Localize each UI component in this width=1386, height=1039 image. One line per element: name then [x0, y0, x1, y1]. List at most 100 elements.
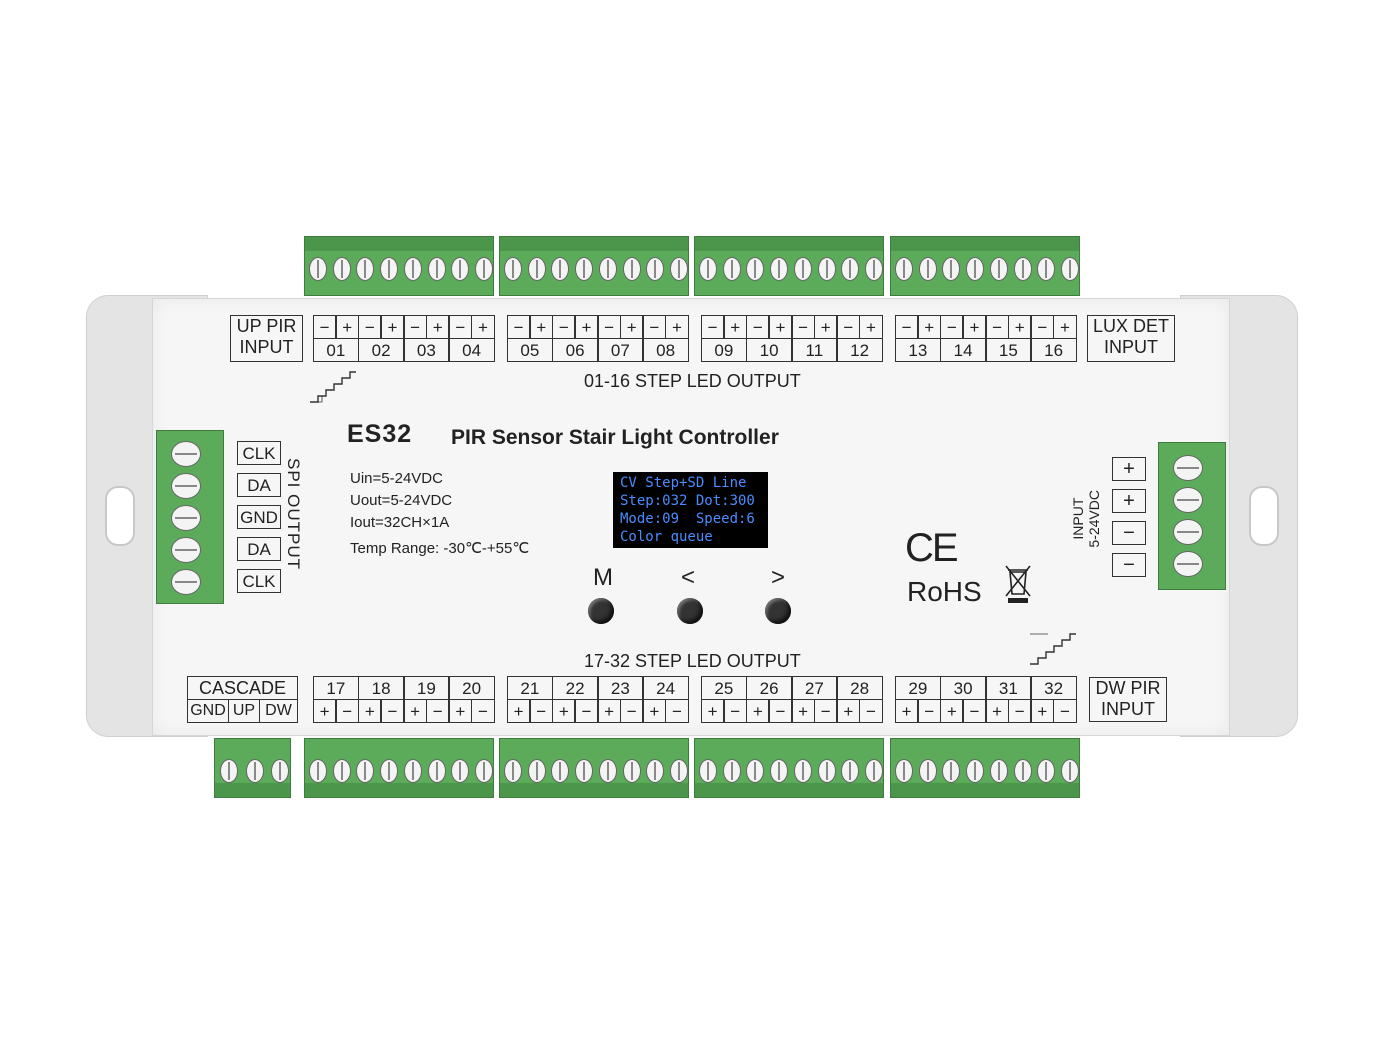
terminal-screw[interactable]	[817, 257, 836, 281]
terminal-screw[interactable]	[646, 759, 665, 783]
terminal-block-power[interactable]	[1158, 442, 1226, 590]
terminal-screw[interactable]	[427, 257, 446, 281]
terminal-screw[interactable]	[356, 759, 375, 783]
terminal-screw[interactable]	[841, 257, 860, 281]
power-input-label: INPUT 5-24VDC	[1070, 490, 1102, 548]
terminal-screw[interactable]	[1173, 519, 1203, 545]
terminal-block-bottom-4[interactable]	[890, 738, 1080, 798]
terminal-screw[interactable]	[403, 759, 422, 783]
terminal-screw[interactable]	[622, 759, 641, 783]
terminal-screw[interactable]	[332, 759, 351, 783]
terminal-screw[interactable]	[942, 759, 961, 783]
terminal-screw[interactable]	[171, 505, 201, 531]
terminal-screw[interactable]	[698, 759, 717, 783]
terminal-screw[interactable]	[308, 759, 327, 783]
spec-temp: Temp Range: -30℃-+55℃	[350, 540, 530, 557]
oled-line-2: Step:032 Dot:300	[620, 493, 755, 509]
terminal-screw[interactable]	[770, 257, 789, 281]
terminal-block-top-4[interactable]	[890, 236, 1080, 296]
terminal-screw[interactable]	[527, 759, 546, 783]
terminal-screw[interactable]	[1013, 257, 1032, 281]
terminal-screw[interactable]	[1173, 551, 1203, 577]
terminal-screw[interactable]	[332, 257, 351, 281]
terminal-screw[interactable]	[865, 257, 884, 281]
terminal-screw[interactable]	[894, 759, 913, 783]
m-button[interactable]	[588, 598, 614, 624]
terminal-screw[interactable]	[894, 257, 913, 281]
terminal-screw[interactable]	[575, 257, 594, 281]
terminal-screw[interactable]	[966, 759, 985, 783]
terminal-screw[interactable]	[698, 257, 717, 281]
terminal-screw[interactable]	[527, 257, 546, 281]
terminal-screw[interactable]	[746, 257, 765, 281]
terminal-screw[interactable]	[598, 257, 617, 281]
terminal-screw[interactable]	[308, 257, 327, 281]
terminal-screw[interactable]	[171, 473, 201, 499]
terminal-screw[interactable]	[427, 759, 446, 783]
terminal-screw[interactable]	[989, 257, 1008, 281]
polarity-minus-label: −	[426, 699, 450, 723]
terminal-screw[interactable]	[918, 759, 937, 783]
polarity-minus-label: −	[701, 315, 725, 339]
terminal-screw[interactable]	[551, 257, 570, 281]
terminal-screw[interactable]	[1061, 257, 1080, 281]
weee-bin-icon	[1005, 565, 1031, 603]
terminal-screw[interactable]	[1061, 759, 1080, 783]
terminal-screw[interactable]	[575, 759, 594, 783]
terminal-screw[interactable]	[451, 759, 470, 783]
terminal-screw[interactable]	[646, 257, 665, 281]
terminal-screw[interactable]	[380, 257, 399, 281]
terminal-screw[interactable]	[817, 759, 836, 783]
terminal-screw[interactable]	[722, 257, 741, 281]
terminal-screw[interactable]	[793, 759, 812, 783]
terminal-block-bottom-2[interactable]	[499, 738, 689, 798]
terminal-screw[interactable]	[503, 257, 522, 281]
terminal-screw[interactable]	[551, 759, 570, 783]
terminal-screw[interactable]	[793, 257, 812, 281]
lux-det-line1: LUX DET	[1092, 316, 1170, 336]
terminal-screw[interactable]	[918, 257, 937, 281]
next-button[interactable]	[765, 598, 791, 624]
terminal-screw[interactable]	[966, 257, 985, 281]
terminal-screw[interactable]	[722, 759, 741, 783]
terminal-screw[interactable]	[451, 257, 470, 281]
terminal-screw[interactable]	[989, 759, 1008, 783]
terminal-block-spi[interactable]	[156, 430, 224, 604]
terminal-screw[interactable]	[219, 759, 238, 783]
terminal-screw[interactable]	[171, 441, 201, 467]
terminal-screw[interactable]	[841, 759, 860, 783]
terminal-screw[interactable]	[770, 759, 789, 783]
terminal-block-bottom-3[interactable]	[694, 738, 884, 798]
terminal-block-cascade[interactable]	[214, 738, 291, 798]
terminal-screw[interactable]	[271, 759, 290, 783]
prev-button-label: <	[681, 564, 696, 591]
terminal-block-top-3[interactable]	[694, 236, 884, 296]
prev-button[interactable]	[677, 598, 703, 624]
terminal-screw[interactable]	[475, 759, 494, 783]
terminal-screw[interactable]	[380, 759, 399, 783]
terminal-block-top-2[interactable]	[499, 236, 689, 296]
terminal-screw[interactable]	[403, 257, 422, 281]
terminal-screw[interactable]	[171, 569, 201, 595]
terminal-screw[interactable]	[670, 257, 689, 281]
terminal-screw[interactable]	[503, 759, 522, 783]
terminal-block-bottom-1[interactable]	[304, 738, 494, 798]
terminal-screw[interactable]	[356, 257, 375, 281]
terminal-screw[interactable]	[1037, 759, 1056, 783]
terminal-screw[interactable]	[171, 537, 201, 563]
terminal-screw[interactable]	[942, 257, 961, 281]
terminal-screw[interactable]	[475, 257, 494, 281]
terminal-screw[interactable]	[1037, 257, 1056, 281]
terminal-block-top-1[interactable]	[304, 236, 494, 296]
channel-label-top: 04	[448, 338, 495, 362]
terminal-screw[interactable]	[1173, 455, 1203, 481]
terminal-screw[interactable]	[245, 759, 264, 783]
terminal-screw[interactable]	[1173, 487, 1203, 513]
terminal-screw[interactable]	[865, 759, 884, 783]
terminal-screw[interactable]	[1013, 759, 1032, 783]
terminal-screw[interactable]	[746, 759, 765, 783]
terminal-screw[interactable]	[670, 759, 689, 783]
terminal-screw[interactable]	[622, 257, 641, 281]
up-pir-input-label: UP PIR INPUT	[230, 315, 303, 362]
terminal-screw[interactable]	[598, 759, 617, 783]
